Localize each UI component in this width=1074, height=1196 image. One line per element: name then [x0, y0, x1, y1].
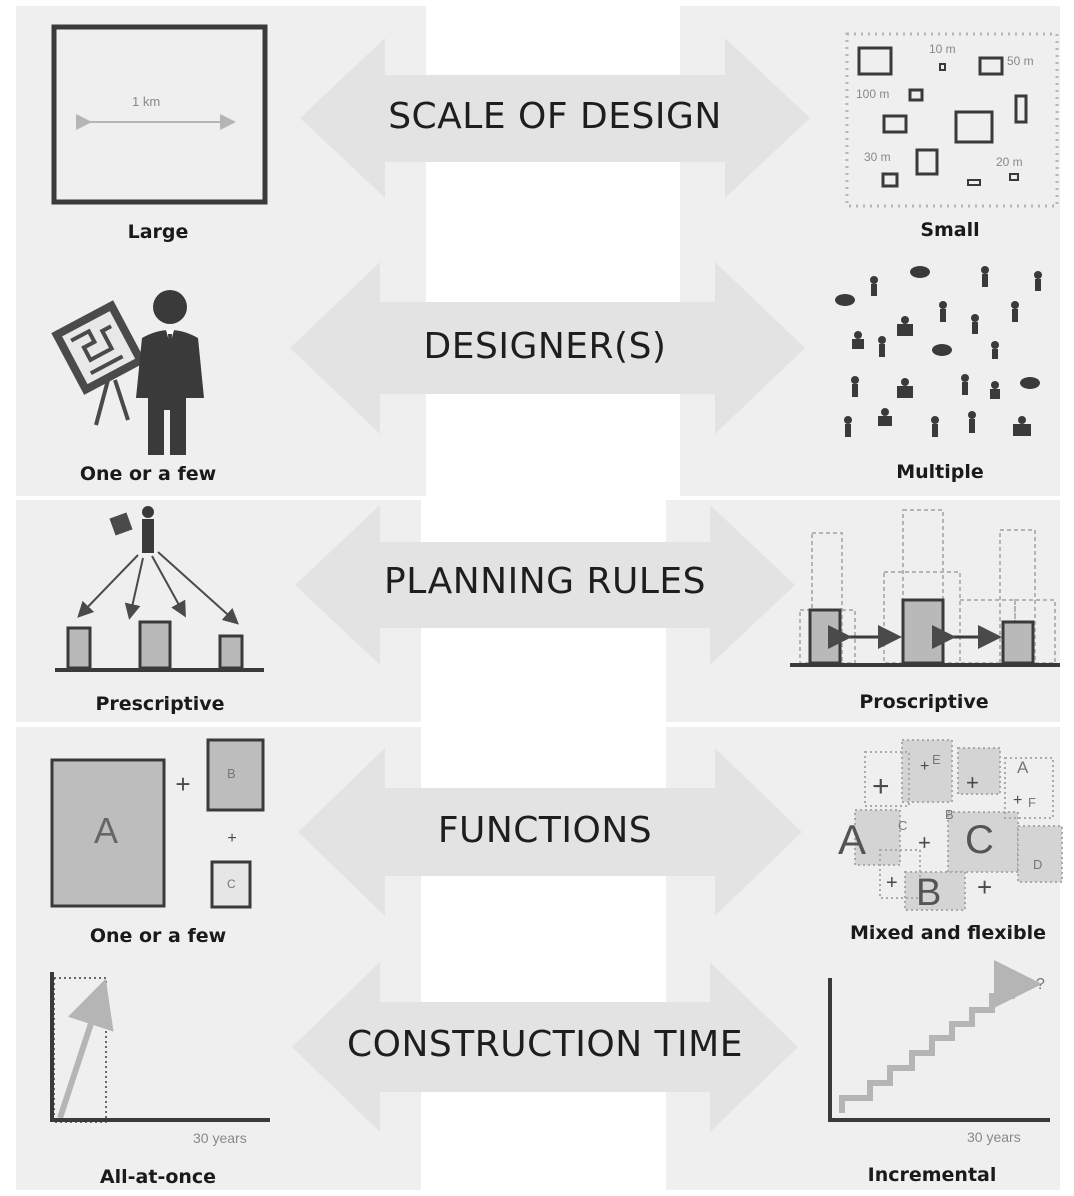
mixed-plus-5: +: [977, 872, 993, 902]
annotation-100m: 100 m: [856, 87, 890, 101]
caption-multiple: Multiple: [896, 461, 984, 483]
svg-text:+: +: [227, 830, 236, 847]
title-designers: DESIGNER(S): [423, 326, 667, 367]
proscriptive-icon: [790, 509, 1060, 667]
caption-one-or-a-few-designers: One or a few: [79, 463, 217, 485]
prescriptive-icon: [55, 506, 264, 672]
mixed-letter-a-small: A: [1017, 758, 1029, 777]
mixed-letter-b-large: B: [916, 872, 942, 914]
label-box-a: A: [94, 810, 119, 851]
arrow-functions: [298, 748, 802, 916]
title-construction-time: CONSTRUCTION TIME: [347, 1024, 743, 1065]
annotation-50m: 50 m: [1007, 54, 1034, 68]
mixed-plus-3: +: [966, 770, 979, 795]
incremental-chart: [828, 960, 1050, 1122]
mixed-letter-c-large: C: [965, 818, 994, 862]
label-box-b: B: [227, 766, 236, 781]
title-planning-rules: PLANNING RULES: [384, 561, 706, 602]
axis-label-left: 30 years: [193, 1130, 247, 1146]
caption-large: Large: [127, 221, 189, 243]
mixed-plus-6: +: [920, 758, 930, 775]
caption-all-at-once: All-at-once: [99, 1166, 217, 1188]
mixed-letter-a-large: A: [838, 816, 867, 863]
annotation-20m: 20 m: [996, 155, 1023, 169]
caption-prescriptive: Prescriptive: [95, 693, 225, 715]
mixed-letter-e: E: [932, 752, 941, 767]
question-marker: ?: [1036, 976, 1045, 993]
caption-one-or-a-few-functions: One or a few: [89, 925, 227, 947]
designer-figure-icon: [51, 290, 204, 455]
mixed-letter-c-small: C: [898, 818, 908, 833]
caption-mixed-and-flexible: Mixed and flexible: [849, 922, 1047, 944]
arrow-designers: [290, 262, 805, 434]
mixed-letter-d: D: [1033, 857, 1043, 872]
arrow-construction-time: [292, 962, 798, 1132]
axis-label-right: 30 years: [967, 1129, 1021, 1145]
title-scale-of-design: SCALE OF DESIGN: [388, 96, 722, 137]
multiple-people-icon: [835, 266, 1042, 437]
annotation-30m: 30 m: [864, 150, 891, 164]
mixed-functions-icon: [854, 739, 1063, 911]
single-functions-icon: + +: [50, 738, 265, 909]
arrow-planning-rules: [295, 505, 795, 665]
large-site-icon: [51, 24, 268, 205]
mixed-plus-2: +: [918, 830, 931, 855]
caption-small: Small: [920, 219, 980, 241]
mixed-plus-7: +: [1013, 792, 1023, 809]
caption-incremental: Incremental: [867, 1164, 997, 1186]
all-at-once-chart: [50, 972, 270, 1123]
mixed-letter-b-small: B: [945, 807, 954, 822]
title-functions: FUNCTIONS: [437, 810, 653, 851]
mixed-letter-f: F: [1028, 795, 1036, 810]
caption-proscriptive: Proscriptive: [859, 691, 989, 713]
arrow-scale-of-design: [300, 38, 810, 198]
label-box-c: C: [227, 877, 236, 891]
small-plots-icon: [845, 32, 1059, 208]
svg-text:+: +: [175, 769, 190, 799]
annotation-1km: 1 km: [132, 94, 161, 109]
mixed-plus-4: +: [886, 872, 898, 894]
mixed-plus-signs: +: [872, 770, 890, 803]
annotation-10m: 10 m: [929, 42, 956, 56]
